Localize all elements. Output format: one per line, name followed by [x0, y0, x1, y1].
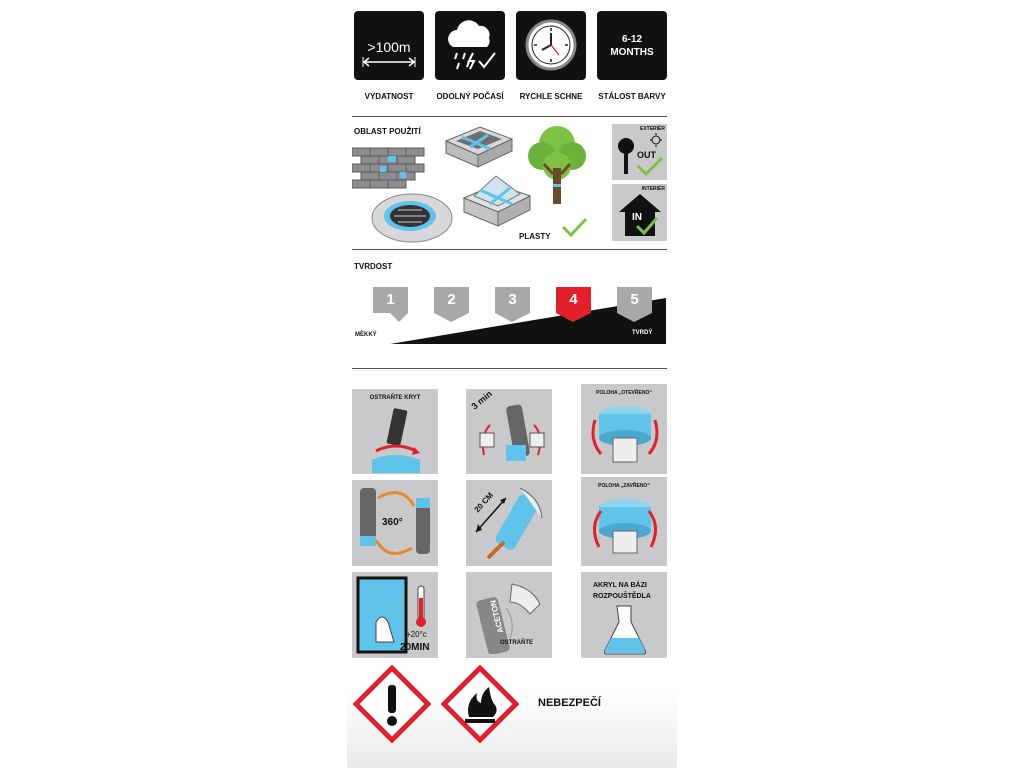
hardness-level-5-label: 5 — [630, 291, 639, 308]
coverage-icon: >100m — [354, 11, 424, 80]
distance-tile: 20 CM — [466, 480, 552, 566]
coverage-icon-text: >100m — [367, 39, 411, 55]
soft-label: MĚKKÝ — [355, 332, 377, 338]
acetone-remove-label: OSTRAŇTE — [500, 640, 533, 646]
divider-1 — [352, 116, 667, 117]
acetone-tile: ACETON OSTRAŇTE — [466, 572, 552, 658]
can-open-icon — [591, 406, 659, 463]
can-closed-icon — [593, 499, 657, 554]
interior-text: IN — [632, 212, 642, 223]
skylight-icon — [462, 175, 532, 227]
tree-sun-icon — [618, 133, 664, 177]
feature-label-coverage: VYDATNOST — [364, 92, 414, 101]
spray-distance-icon — [475, 487, 543, 560]
remove-cap-tile: OSTRAŇTE KRYT — [352, 389, 438, 474]
tree-icon — [528, 126, 586, 204]
position-open-caption: POLOHA „OTEVŘENO“ — [596, 390, 652, 396]
checkmark-icon — [561, 217, 588, 238]
surface-thermometer-icon — [356, 576, 426, 654]
plastics-label: PLASTY — [519, 232, 551, 241]
spray-cap-icon — [372, 408, 420, 473]
house-icon — [619, 194, 661, 236]
rotate-tile: 360° — [352, 480, 438, 566]
window-frame-icon — [444, 126, 514, 168]
interior-caption: INTERIÉR — [641, 186, 665, 192]
feature-label-color: STÁLOST BARVY — [598, 92, 666, 101]
clock-icon — [516, 11, 586, 80]
months-icon: 6-12 MONTHS — [597, 11, 667, 80]
position-closed-tile: POLOHA „ZAVŘENO“ — [581, 477, 667, 566]
hardness-title: TVRDOST — [354, 262, 393, 271]
interior-tile: INTERIÉR IN — [612, 184, 667, 241]
shake-can-icon — [479, 404, 545, 461]
divider-2 — [352, 249, 667, 250]
flammable-hazard-icon — [441, 665, 519, 743]
danger-label: NEBEZPEČÍ — [538, 697, 601, 709]
position-open-tile: POLOHA „OTEVŘENO“ — [581, 384, 667, 474]
weather-icon — [435, 11, 505, 80]
hardness-level-1: 1 — [373, 287, 408, 322]
double-arrow-icon — [362, 57, 416, 67]
hard-label: TVRDÝ — [632, 330, 653, 336]
hardness-level-4-label: 4 — [569, 291, 578, 308]
exterior-caption: EXTERIÉR — [639, 126, 665, 132]
hardness-level-2-label: 2 — [447, 291, 456, 308]
touch-dry-tile: +20°c 20MIN — [352, 572, 438, 658]
rotate-cans-icon — [360, 488, 430, 555]
hardness-level-5: 5 — [617, 287, 652, 322]
clock-face-icon — [525, 19, 577, 71]
flask-icon — [603, 605, 647, 655]
rotate-label: 360° — [382, 517, 403, 528]
shake-tile: 3 min — [466, 389, 552, 474]
solvent-base-tile: AKRYL NA BÁZI ROZPOUŠTĚDLA — [581, 572, 667, 658]
hardness-wedge — [390, 298, 666, 344]
brick-wall-icon — [352, 147, 425, 189]
usage-title: OBLAST POUŽITÍ — [354, 127, 421, 136]
cloud-rain-icon — [448, 20, 496, 70]
hardness-level-4-selected: 4 — [556, 287, 591, 322]
feature-label-weather: ODOLNÝ POČASÍ — [436, 92, 504, 101]
hardness-level-1-label: 1 — [386, 291, 395, 308]
drain-grate-icon — [371, 193, 453, 243]
time-label: 20MIN — [400, 642, 430, 653]
hardness-level-3: 3 — [495, 287, 530, 322]
solvent-base-text: AKRYL NA BÁZI ROZPOUŠTĚDLA — [593, 582, 651, 600]
hardness-level-2: 2 — [434, 287, 469, 322]
temp-label: +20°c — [406, 630, 427, 639]
hardness-level-3-label: 3 — [508, 291, 517, 308]
exterior-tile: EXTERIÉR OUT — [612, 124, 667, 180]
exclamation-hazard-icon — [353, 665, 431, 743]
position-closed-caption: POLOHA „ZAVŘENO“ — [598, 483, 650, 489]
remove-cap-caption: OSTRAŇTE KRYT — [369, 395, 421, 401]
months-icon-text: 6-12 MONTHS — [610, 34, 654, 58]
divider-3 — [352, 368, 667, 369]
acetone-can-icon — [476, 583, 541, 654]
feature-label-drying: RYCHLE SCHNE — [519, 92, 583, 101]
exterior-text: OUT — [637, 150, 656, 160]
